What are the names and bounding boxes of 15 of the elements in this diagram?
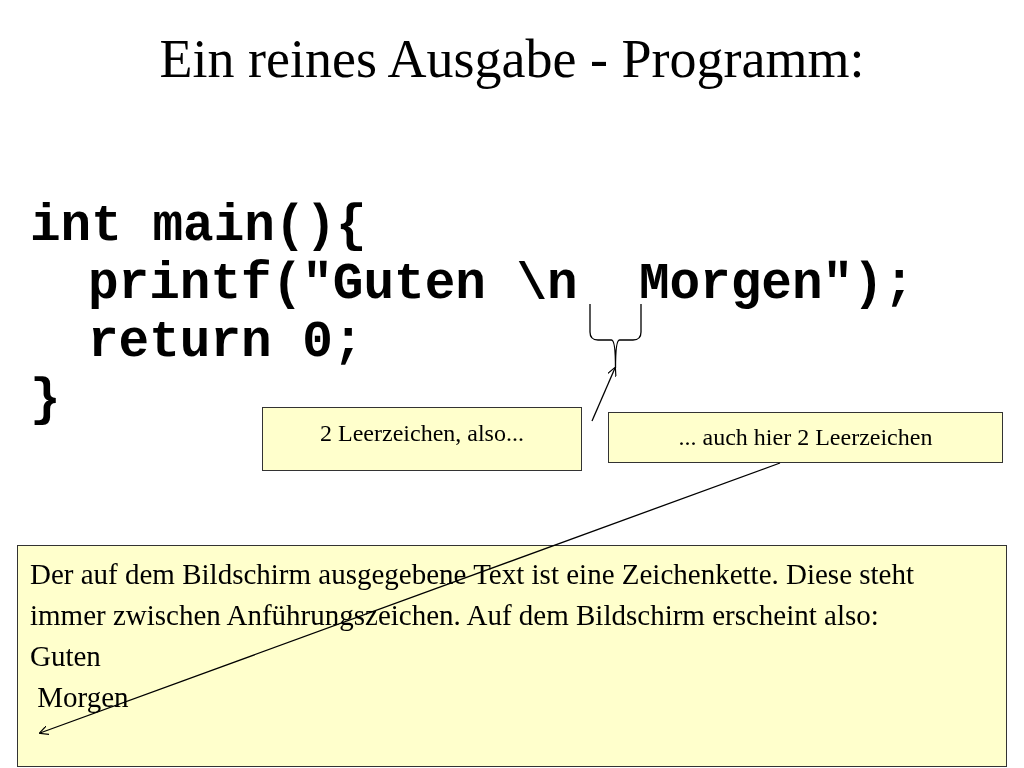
- arrow: [591, 366, 617, 422]
- note-box: [17, 545, 1007, 767]
- note-text: 2 Leerzeichen, also...: [319, 420, 525, 447]
- output-line: Guten: [30, 639, 102, 674]
- curly-brace: [589, 303, 642, 369]
- slide-title: Ein reines Ausgabe - Programm:: [158, 28, 866, 90]
- code-line: return 0;: [88, 314, 364, 372]
- code-line: int main(){: [30, 198, 367, 256]
- note-box: [262, 407, 582, 471]
- note-text: ... auch hier 2 Leerzeichen: [677, 424, 934, 451]
- code-line: }: [30, 372, 61, 430]
- output-line: Morgen: [36, 680, 130, 715]
- arrow: [38, 462, 781, 736]
- note-box: [608, 412, 1003, 463]
- code-line: printf("Guten \n Morgen");: [88, 256, 915, 314]
